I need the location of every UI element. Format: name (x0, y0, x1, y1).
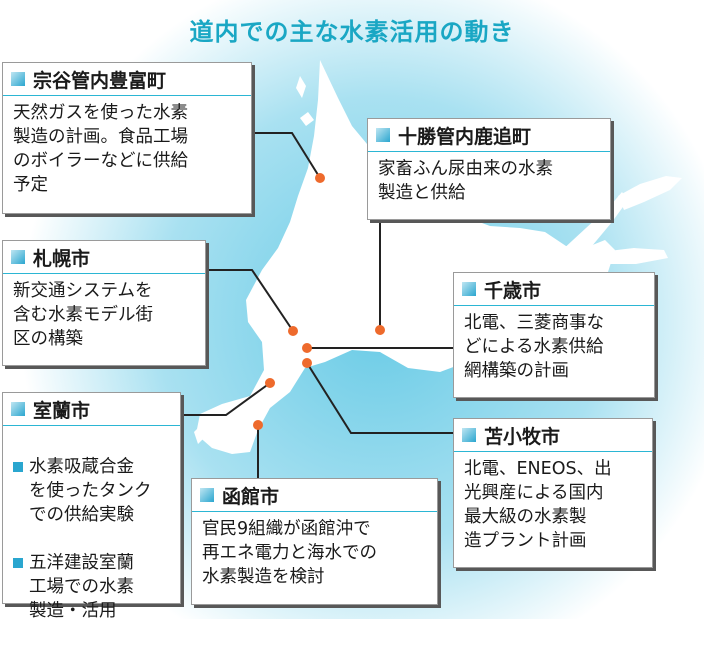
leader-tomakomai (306, 362, 453, 434)
marker-tomakomai-dot (302, 358, 312, 368)
marker-sapporo-dot (288, 326, 298, 336)
leader-lines (181, 132, 453, 478)
callout-title: 室蘭市 (33, 399, 91, 422)
list-item-text: 水素吸蔵合金 を使ったタンク での供給実験 (29, 457, 152, 525)
callout-hakodate: 函館市 官民9組織が函館沖で 再エネ電力と海水での 水素製造を検討 (191, 478, 438, 605)
callout-body: 新交通システムを 含む水素モデル街 区の構築 (13, 281, 153, 349)
list-item: 五洋建設室蘭 工場での水素 製造・活用 (13, 551, 171, 623)
callout-header: 札幌市 (3, 241, 205, 274)
callout-chitose: 千歳市 北電、三菱商事な どによる水素供給 網構築の計画 (453, 272, 655, 398)
square-bullet-icon (11, 250, 25, 264)
callout-toyotomi: 宗谷管内豊富町 天然ガスを使った水素 製造の計画。食品工場 のボイラーなどに供給… (2, 62, 252, 214)
callout-title: 函館市 (222, 485, 280, 508)
callout-title: 札幌市 (33, 247, 91, 270)
marker-chitose-dot (302, 343, 312, 353)
callout-body: 家畜ふん尿由来の水素 製造と供給 (378, 159, 553, 203)
hydrogen-map-infographic: 道内での主な水素活用の動き 宗谷管内豊富町 天然ガスを使った水素 製造の計画。食… (0, 0, 704, 621)
callout-header: 函館市 (192, 479, 437, 512)
square-bullet-icon (11, 402, 25, 416)
callout-title: 千歳市 (484, 279, 542, 302)
callout-header: 千歳市 (454, 273, 654, 306)
rebun-island (296, 76, 306, 98)
bullet-square-icon (13, 558, 23, 568)
rishiri-island (300, 112, 314, 126)
callout-shikaoi: 十勝管内鹿追町 家畜ふん尿由来の水素 製造と供給 (367, 118, 611, 220)
hokkaido-land (196, 60, 615, 454)
bullet-square-icon (13, 462, 23, 472)
square-bullet-icon (376, 128, 390, 142)
marker-muroran-dot (265, 378, 275, 388)
shiretoko-peninsula (560, 192, 628, 252)
kunashiri-island (618, 176, 682, 210)
callout-header: 室蘭市 (3, 393, 180, 426)
list-item: 水素吸蔵合金 を使ったタンク での供給実験 (13, 455, 171, 527)
nemuro-peninsula (600, 248, 668, 264)
okushiri-island (194, 426, 204, 444)
square-bullet-icon (462, 282, 476, 296)
callout-title: 十勝管内鹿追町 (398, 125, 532, 148)
marker-toyotomi-dot (315, 173, 325, 183)
leader-muroran (181, 382, 271, 416)
list-item-text: 五洋建設室蘭 工場での水素 製造・活用 (29, 553, 134, 621)
marker-hakodate-dot (253, 420, 263, 430)
marker-shikaoi-dot (375, 325, 385, 335)
callout-title: 宗谷管内豊富町 (33, 69, 167, 92)
page-title: 道内での主な水素活用の動き (189, 18, 515, 46)
callout-header: 宗谷管内豊富町 (3, 63, 251, 96)
callout-title: 苫小牧市 (484, 425, 561, 448)
callout-body: 北電、三菱商事な どによる水素供給 網構築の計画 (464, 313, 604, 381)
callout-header: 苫小牧市 (454, 419, 652, 452)
square-bullet-icon (200, 488, 214, 502)
callout-body: 天然ガスを使った水素 製造の計画。食品工場 のボイラーなどに供給 予定 (13, 103, 188, 195)
leader-toyotomi (252, 132, 321, 179)
callout-body: 北電、ENEOS、出 光興産による国内 最大級の水素製 造プラント計画 (464, 459, 612, 551)
leader-sapporo (206, 269, 294, 332)
callout-header: 十勝管内鹿追町 (368, 119, 610, 152)
callout-body: 水素吸蔵合金 を使ったタンク での供給実験 五洋建設室蘭 工場での水素 製造・活… (3, 426, 180, 651)
callout-tomakomai: 苫小牧市 北電、ENEOS、出 光興産による国内 最大級の水素製 造プラント計画 (453, 418, 653, 568)
callout-muroran: 室蘭市 水素吸蔵合金 を使ったタンク での供給実験 五洋建設室蘭 工場での水素 … (2, 392, 181, 621)
callout-sapporo: 札幌市 新交通システムを 含む水素モデル街 区の構築 (2, 240, 206, 366)
square-bullet-icon (462, 428, 476, 442)
square-bullet-icon (11, 72, 25, 86)
callout-body: 官民9組織が函館沖で 再エネ電力と海水での 水素製造を検討 (202, 519, 377, 587)
